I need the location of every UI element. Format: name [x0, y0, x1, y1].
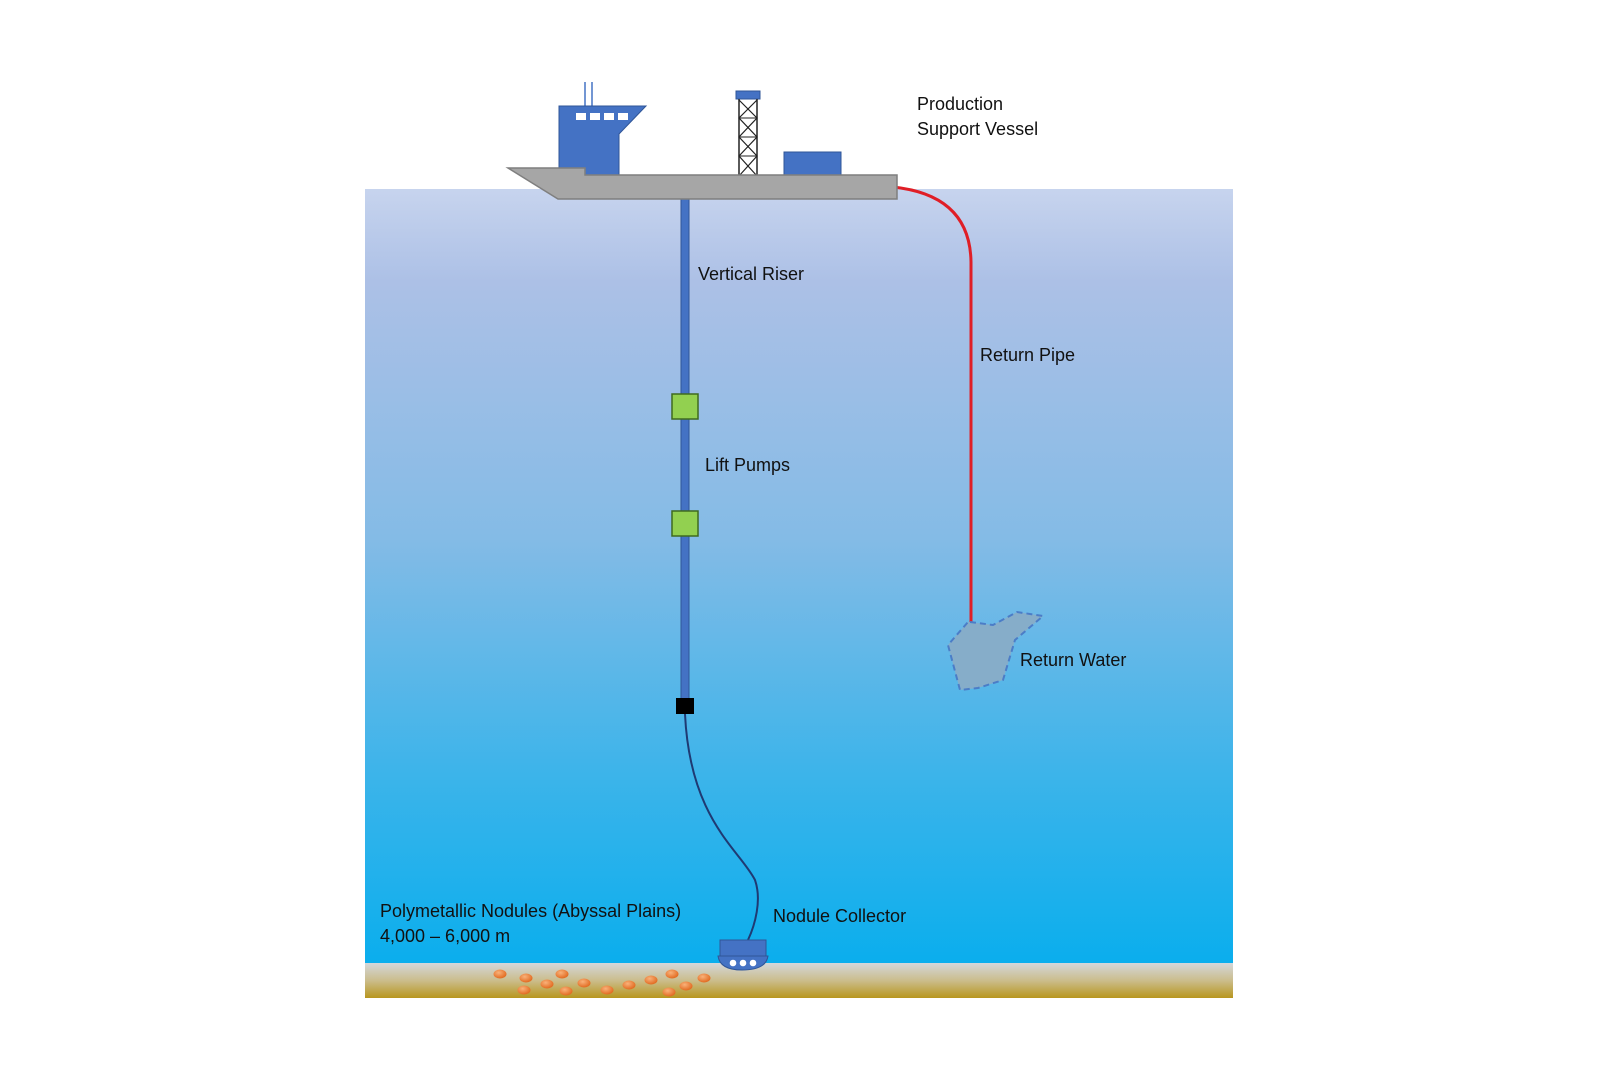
- return-water-label: Return Water: [1020, 650, 1127, 670]
- buffer-unit: [676, 698, 694, 714]
- vessel-bridge: [558, 105, 648, 177]
- lift-pump-lower: [671, 510, 699, 537]
- production-support-vessel: [505, 82, 898, 200]
- vessel-label-line1: Production: [917, 94, 1004, 114]
- vertical-riser: [680, 196, 690, 706]
- nodules-label-line1: Polymetallic Nodules (Abyssal Plains): [380, 901, 682, 921]
- ocean-water: [365, 189, 1233, 965]
- lift-pumps-label: Lift Pumps: [705, 455, 791, 475]
- nodule-collector-label: Nodule Collector: [773, 906, 907, 926]
- vessel-label-line2: Support Vessel: [917, 119, 1039, 139]
- vertical-riser-label: Vertical Riser: [698, 264, 805, 284]
- lift-pump-upper: [671, 393, 699, 420]
- return-water-plume: [946, 610, 1046, 692]
- vessel-deck-block: [783, 151, 842, 177]
- seabed: [365, 963, 1233, 998]
- vessel-derrick: [735, 90, 761, 177]
- nodules-label-line2: 4,000 – 6,000 m: [380, 926, 511, 946]
- polymetallic-nodules: [493, 969, 711, 997]
- flexible-hose: [684, 713, 759, 941]
- vessel-hull: [505, 167, 898, 200]
- nodule-collector: [717, 939, 769, 971]
- return-pipe-label: Return Pipe: [980, 345, 1076, 365]
- return-pipe: [892, 185, 973, 622]
